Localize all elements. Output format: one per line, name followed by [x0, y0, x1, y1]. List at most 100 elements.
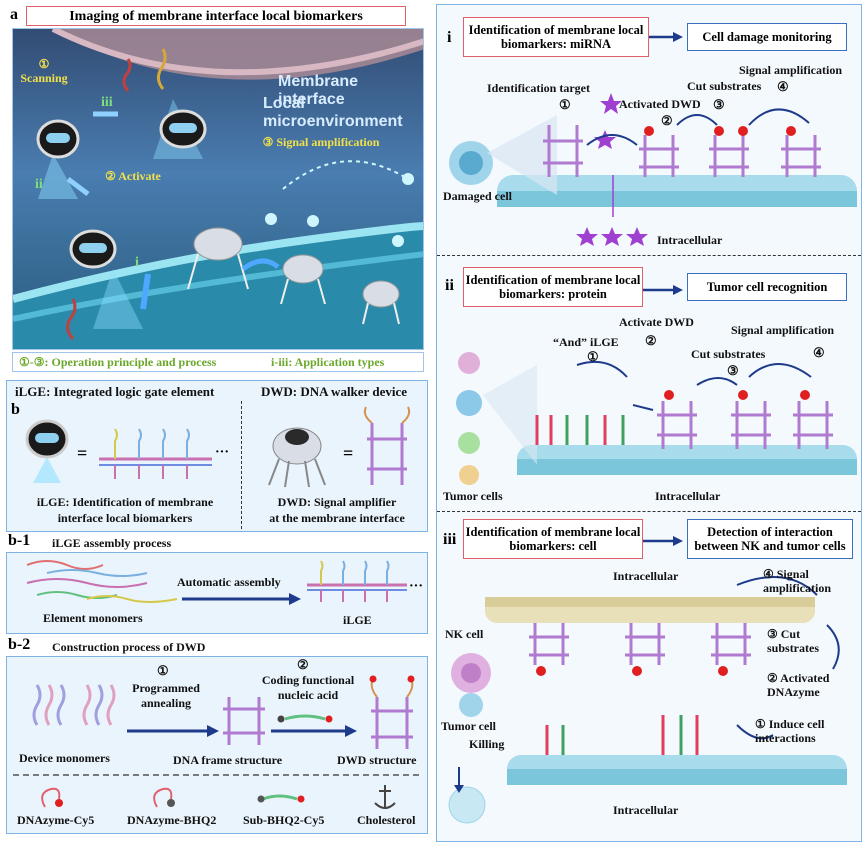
c-iii-intracellular-top: Intracellular: [613, 569, 679, 583]
panel-b: iLGE: Integrated logic gate element DWD:…: [6, 380, 428, 532]
legend-cholesterol: Cholesterol: [357, 813, 416, 827]
c-i-box-left: Identification of membrane local biomark…: [463, 17, 649, 57]
panel-a-letter: a: [10, 6, 18, 23]
panel-b1-result: iLGE: [343, 613, 372, 627]
panel-c-sep-2: [437, 511, 861, 512]
dna-walker-3: [362, 280, 400, 325]
panel-a-title: Imaging of membrane interface local biom…: [26, 6, 406, 26]
panel-b1-ellipsis: ···: [409, 579, 424, 594]
c-i-step3: ③: [713, 97, 725, 112]
panel-b-dwd-desc-1: DWD: Signal amplifier: [277, 495, 397, 509]
panel-b1-monomers: Element monomers: [43, 611, 143, 625]
c-ii-signal: Signal amplification: [731, 323, 835, 337]
panel-b-ellipsis: ···: [215, 445, 230, 460]
scene-roman-i: i: [135, 255, 139, 270]
panel-b1-title: iLGE assembly process: [52, 536, 172, 550]
panel-b-letter: b: [11, 401, 20, 418]
panel-b-divider: [241, 401, 242, 529]
c-ii-step2: ②: [645, 333, 657, 348]
c-i-target: Identification target: [487, 81, 590, 95]
legend-dnazyme-cy5: DNAzyme-Cy5: [17, 813, 95, 827]
c-iii-nk: NK cell: [445, 627, 484, 641]
scene-signal-label: ③ Signal amplification: [262, 135, 380, 149]
c-ii-activate: Activate DWD: [619, 315, 694, 329]
footer-right: i-iii: Application types: [271, 355, 385, 369]
scene-membrane-line1: Membrane interface: [278, 73, 359, 108]
panel-b2-step2-num: ②: [297, 657, 309, 672]
c-iii-step3: ③ Cut substrates: [767, 627, 820, 655]
c-i-step1: ①: [559, 97, 571, 112]
c-i-intracellular: Intracellular: [657, 233, 723, 247]
c-i-step4: ④: [777, 79, 789, 94]
panel-b2: ① Programmed annealing ② Coding function…: [6, 656, 428, 834]
robot-scanner-2: [159, 109, 207, 149]
c-iii-box-right: Detection of interaction between NK and …: [687, 519, 853, 559]
legend-sub-bhq2-cy5: Sub-BHQ2-Cy5: [243, 813, 325, 827]
panel-c-art: [448, 32, 857, 824]
dna-walker-1: [187, 227, 249, 290]
panel-b-art: [25, 406, 411, 488]
panel-b-dwd-def: DWD: DNA walker device: [261, 384, 407, 399]
c-ii-tumor: Tumor cells: [443, 489, 503, 503]
c-ii-and-ilge: “And” iLGE: [553, 335, 619, 349]
c-iii-step1: ① Induce cell interactions: [755, 717, 825, 745]
panel-b2-title: Construction process of DWD: [52, 640, 206, 654]
c-iii-killing: Killing: [469, 737, 505, 751]
c-iii-intracellular-bottom: Intracellular: [613, 803, 679, 817]
panel-b2-dwd-structure: DWD structure: [337, 753, 417, 767]
c-iii-num: iii: [443, 531, 457, 548]
panel-b2-step2: Coding functional nucleic acid: [261, 673, 355, 702]
c-i-box-right: Cell damage monitoring: [687, 23, 847, 51]
panel-b-equals-2: =: [343, 443, 354, 463]
c-ii-step4: ④: [813, 345, 825, 360]
panel-b1-auto: Automatic assembly: [177, 575, 281, 589]
footer-left: ①-③: Operation principle and process: [19, 355, 217, 369]
scene-activate-label: ② Activate: [105, 169, 161, 183]
panel-b-ilge-def: iLGE: Integrated logic gate element: [15, 384, 215, 399]
panel-b-dwd-desc-2: at the membrane interface: [269, 511, 405, 525]
c-ii-intracellular: Intracellular: [655, 489, 721, 503]
c-ii-step1: ①: [587, 349, 599, 364]
panel-a-footer: ①-③: Operation principle and process i-i…: [12, 352, 424, 372]
panel-b-ilge-desc-1: iLGE: Identification of membrane: [36, 495, 214, 509]
panel-b1: Automatic assembly ··· Element monomers …: [6, 552, 428, 634]
panel-b2-step1: Programmed annealing: [132, 681, 200, 710]
c-i-step2: ②: [661, 113, 673, 128]
panel-b2-art: [13, 675, 423, 809]
scene-roman-iii: iii: [101, 95, 113, 110]
c-ii-box-left: Identification of membrane local biomark…: [463, 267, 643, 307]
c-iii-tumor: Tumor cell: [441, 719, 497, 733]
scene-scanning-label: ① Scanning: [20, 57, 68, 85]
c-ii-cut: Cut substrates: [691, 347, 766, 361]
robot-scanner-3: [69, 229, 117, 269]
c-iii-step4: ④ Signal amplification: [763, 567, 831, 595]
c-i-cut: Cut substrates: [687, 79, 762, 93]
c-i-signal: Signal amplification: [739, 63, 843, 77]
panel-b2-letter: b-2: [8, 636, 31, 653]
c-iii-step2: ② Activated DNAzyme: [767, 671, 830, 699]
scene-art: [13, 29, 423, 349]
panel-b2-device-monomers: Device monomers: [19, 751, 110, 765]
c-ii-num: ii: [445, 277, 454, 294]
c-iii-box-left: Identification of membrane local biomark…: [463, 519, 643, 559]
c-i-activated: Activated DWD: [619, 97, 701, 111]
panel-c-sep-1: [437, 255, 861, 256]
scene-membrane-line2: Local microenvironment: [263, 95, 403, 130]
legend-dnazyme-bhq2: DNAzyme-BHQ2: [127, 813, 217, 827]
c-ii-step3: ③: [727, 363, 739, 378]
panel-c: i Identification of membrane local bioma…: [436, 4, 862, 842]
panel-b1-letter: b-1: [8, 532, 31, 549]
panel-b-ilge-desc-2: interface local biomarkers: [57, 511, 193, 525]
c-i-damaged: Damaged cell: [443, 189, 512, 203]
panel-a-scene: ① Scanning ② Activate ③ Signal amplifica…: [12, 28, 424, 350]
scene-roman-ii: ii: [35, 177, 43, 192]
panel-a: a Imaging of membrane interface local bi…: [6, 4, 428, 374]
panel-b1-art: [26, 560, 407, 605]
panel-b2-frame: DNA frame structure: [173, 753, 283, 767]
dna-walker-2: [280, 254, 326, 305]
c-ii-box-right: Tumor cell recognition: [687, 273, 847, 301]
c-i-num: i: [447, 29, 452, 46]
panel-b-equals-1: =: [77, 443, 88, 463]
robot-scanner-1: [36, 119, 80, 159]
panel-b2-step1-num: ①: [157, 663, 169, 678]
